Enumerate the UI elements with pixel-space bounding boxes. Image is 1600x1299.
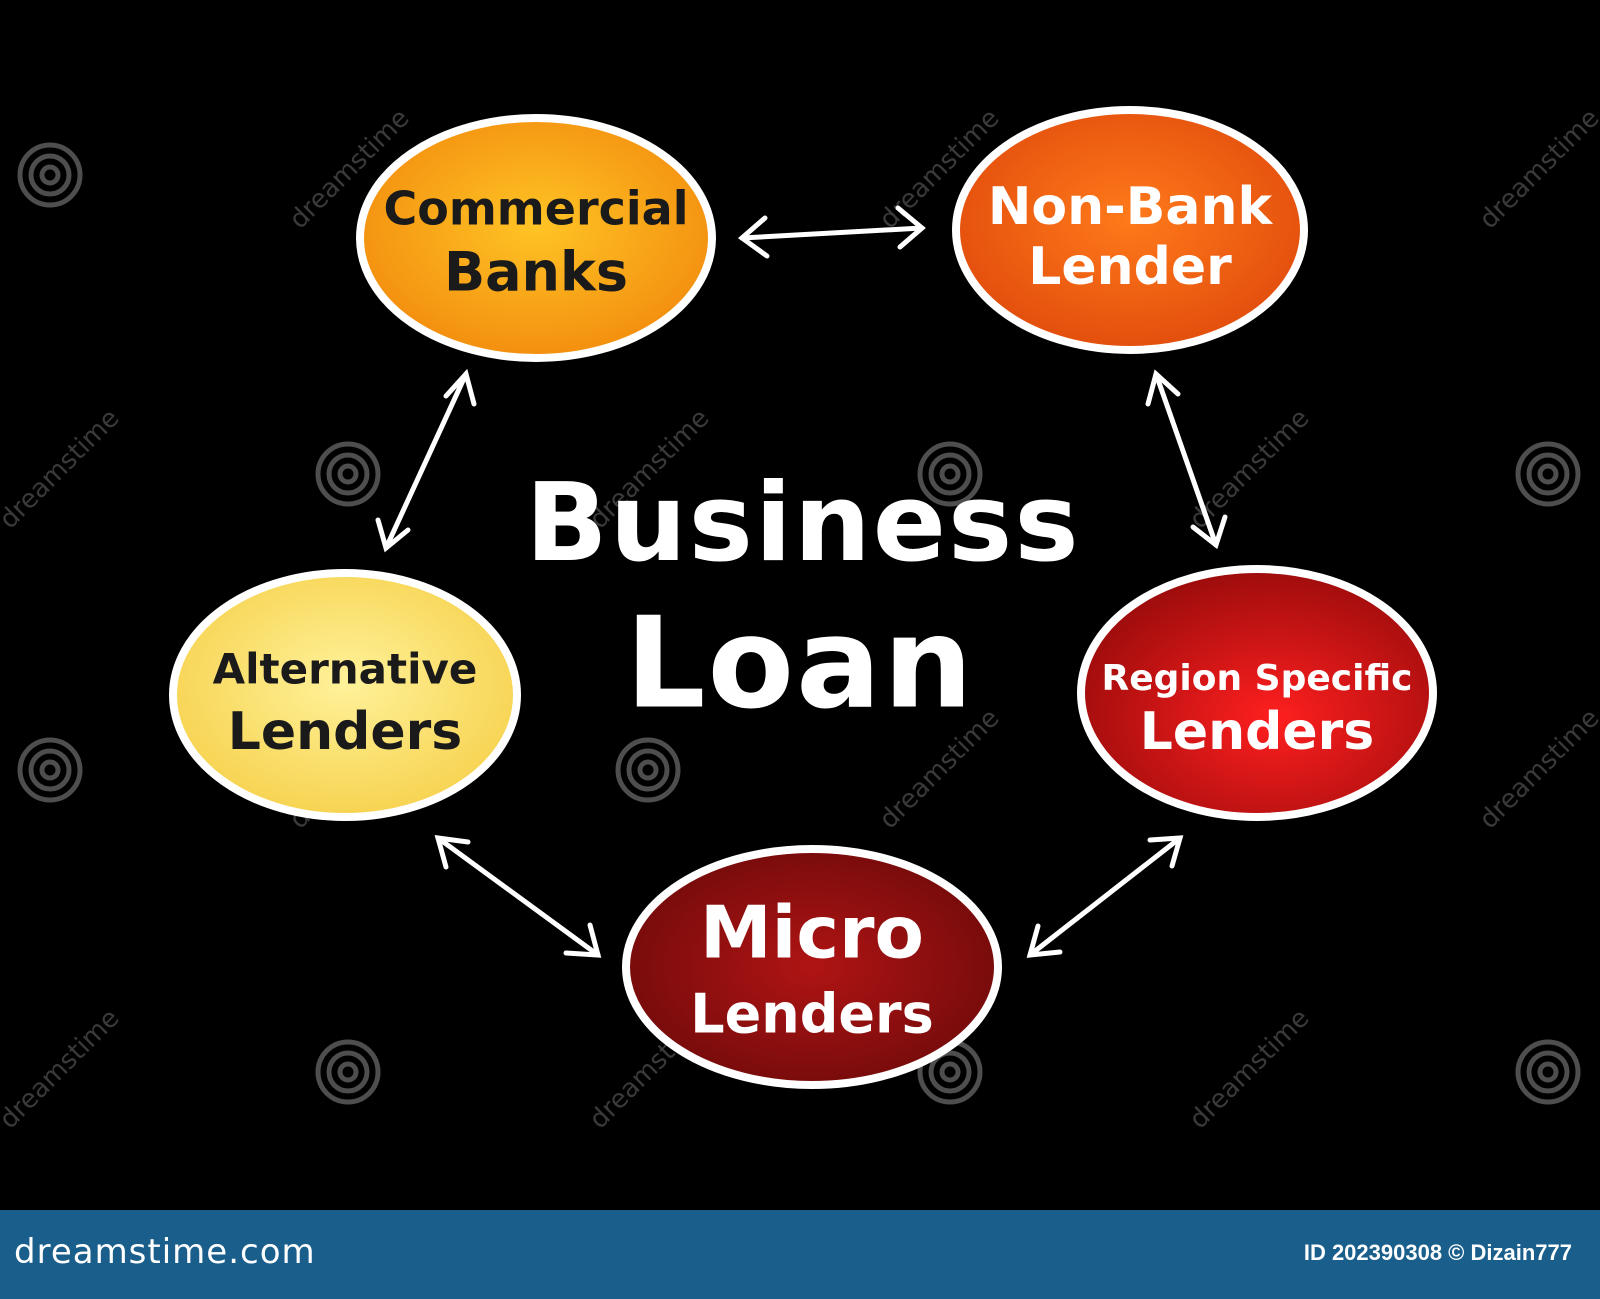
arrow-alternative-commercial: [375, 368, 477, 553]
watermark-spiral-icon: [315, 441, 381, 507]
footer-site-name[interactable]: dreamstime.com: [14, 1232, 316, 1272]
watermark-text: dreamstime: [1474, 703, 1600, 835]
business-loan-diagram: dreamstime dreamstime dreamstime dreamst…: [0, 103, 1600, 1135]
center-title-line2: Loan: [625, 590, 975, 737]
watermark-spiral-icon: [1515, 1039, 1581, 1105]
arrow-region-micro: [1026, 835, 1184, 958]
node-label-line2: Lender: [1028, 237, 1232, 297]
node-commercial-banks: Commercial Banks: [356, 114, 716, 362]
footer-image-id: ID 202390308 © Dizain777: [1303, 1240, 1572, 1265]
watermark-spiral-icon: [17, 142, 83, 208]
watermark-spiral-icon: [1515, 441, 1581, 507]
watermark-spiral-icon: [17, 737, 83, 803]
arrow-nonbank-region: [1145, 369, 1228, 550]
watermark-text: dreamstime: [0, 1003, 125, 1135]
node-alternative-lenders: Alternative Lenders: [169, 569, 521, 821]
node-label-line2: Lenders: [690, 983, 934, 1046]
arrow-commercial-nonbank: [737, 205, 926, 259]
node-non-bank-lender: Non-Bank Lender: [952, 106, 1308, 354]
node-label-line1: Alternative: [213, 645, 478, 694]
node-label-line1: Region Specific: [1102, 658, 1413, 699]
node-region-specific-lenders: Region Specific Lenders: [1077, 565, 1437, 821]
arrow-micro-alternative: [434, 835, 602, 958]
node-label-line1: Non-Bank: [988, 177, 1274, 237]
watermark-spiral-icon: [615, 737, 681, 803]
node-label-line2: Banks: [444, 241, 628, 304]
watermark-spiral-icon: [315, 1039, 381, 1105]
node-label-line2: Lenders: [1140, 702, 1375, 762]
stock-footer-bar: dreamstime.com ID 202390308 © Dizain777: [0, 1210, 1600, 1299]
watermark-text: dreamstime: [1474, 103, 1600, 235]
watermark-spiral-icon: [917, 441, 983, 507]
watermark-text: dreamstime: [1184, 1003, 1316, 1135]
center-title: Business Loan: [525, 461, 1080, 737]
node-label-line2: Lenders: [228, 702, 463, 762]
watermark-text: dreamstime: [0, 403, 125, 535]
connector-arrows: [375, 205, 1228, 958]
center-title-line1: Business: [525, 461, 1080, 586]
node-label-line1: Commercial: [384, 182, 689, 236]
node-micro-lenders: Micro Lenders: [622, 845, 1002, 1089]
node-label-line1: Micro: [700, 891, 924, 975]
